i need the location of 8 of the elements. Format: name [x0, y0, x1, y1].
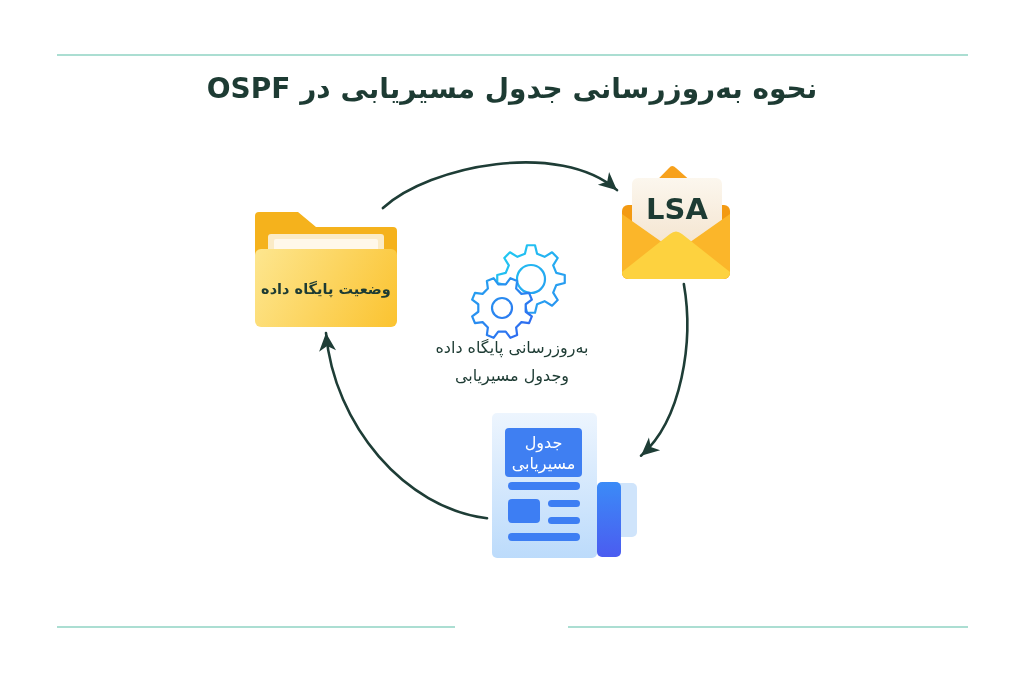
arrow: [639, 282, 689, 457]
arrow: [381, 161, 619, 210]
label-tag: جدول مسیریابی: [505, 428, 582, 477]
node-label: وضعیت پایگاه داده: [261, 280, 391, 299]
title: نحوه به‌روزرسانی جدول مسیریابی در OSPF: [206, 71, 818, 107]
node-label: LSA: [646, 192, 708, 226]
caption: به‌روزرسانی پایگاه داده وجدول مسیریابی: [434, 337, 590, 388]
arrow: [320, 331, 489, 520]
